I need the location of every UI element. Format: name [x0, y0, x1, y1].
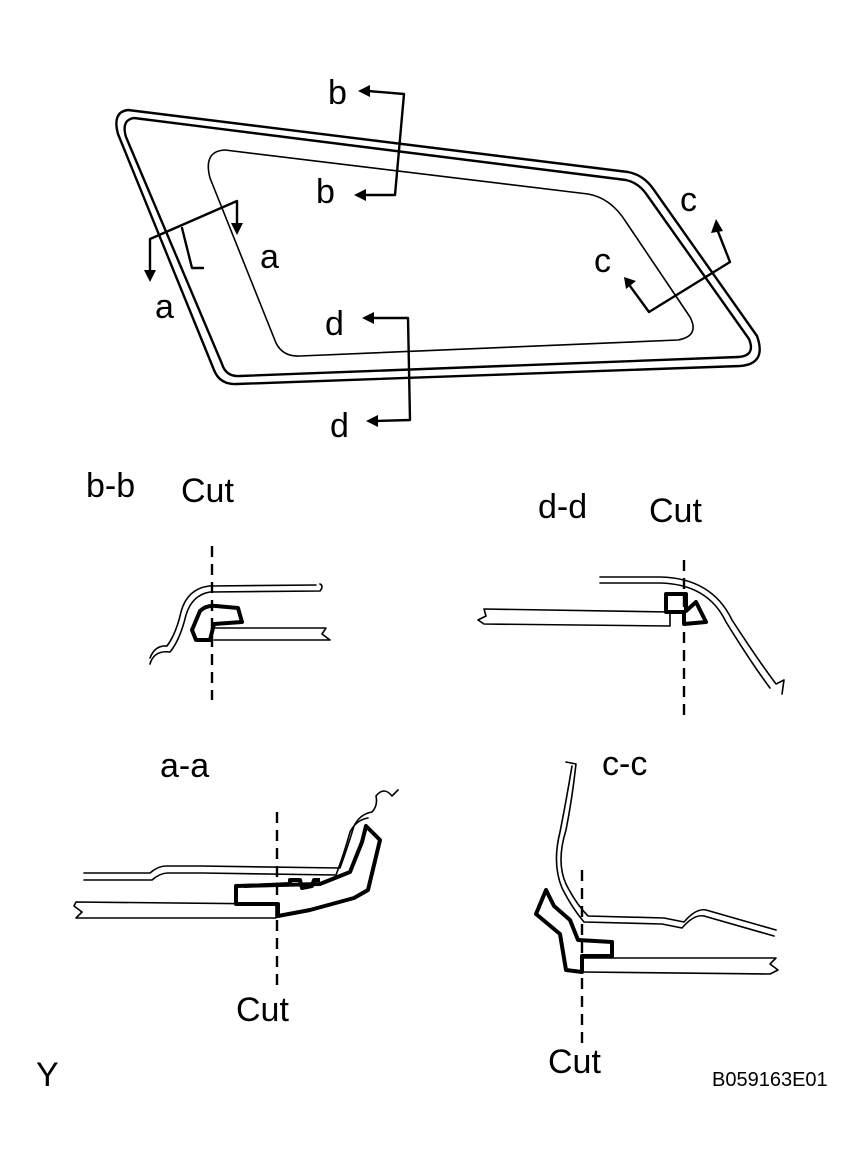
- section-bb-body-panel: [149, 583, 323, 665]
- section-cc-glass: [581, 957, 779, 975]
- section-d-label-top: d: [325, 305, 344, 343]
- window-frame-line: [123, 116, 753, 378]
- section-dd-cut-label: Cut: [649, 492, 702, 530]
- corner-mark: Y: [36, 1056, 59, 1094]
- section-cc-body-panel: [560, 761, 777, 931]
- section-dd-title: d-d: [538, 488, 587, 526]
- section-aa-title: a-a: [160, 747, 209, 785]
- section-aa: a-a Cut: [73, 747, 399, 1029]
- section-bb-title: b-b: [86, 467, 135, 505]
- section-bb-glass: [213, 627, 331, 641]
- section-cc: c-c Cut: [534, 745, 779, 1081]
- window-overview: a a b b c c d d: [115, 74, 761, 445]
- section-dd-molding: [664, 592, 708, 626]
- section-b-label-bottom: b: [316, 173, 335, 211]
- section-c-label-bottom: c: [594, 242, 611, 280]
- section-bb: b-b Cut: [86, 467, 331, 700]
- section-d-label-bottom: d: [330, 407, 349, 445]
- section-line-c: c c: [594, 181, 732, 314]
- section-cc-title: c-c: [602, 745, 647, 783]
- section-cc-molding: [534, 888, 614, 974]
- section-line-d: d d: [325, 305, 412, 445]
- section-dd-glass: [477, 608, 671, 627]
- figure-code: B059163E01: [712, 1069, 828, 1091]
- section-dd-body-panel: [599, 576, 785, 695]
- section-aa-body-panel: [83, 789, 399, 874]
- section-cc-body-panel-inner: [555, 765, 775, 937]
- section-a-label-left: a: [155, 288, 174, 326]
- section-aa-molding: [234, 824, 382, 918]
- window-outer-outline: [115, 108, 761, 386]
- section-aa-clip: [243, 878, 320, 890]
- molding-notch: [180, 226, 205, 270]
- window-glass-outline: [207, 149, 694, 357]
- section-a-label-right: a: [260, 238, 279, 276]
- section-line-b: b b: [316, 74, 406, 211]
- section-aa-cut-label: Cut: [236, 991, 289, 1029]
- section-aa-body-panel-inner: [83, 817, 369, 881]
- section-bb-molding: [190, 603, 244, 642]
- section-dd-body-panel-inner: [599, 582, 771, 689]
- section-dd: d-d Cut: [477, 488, 785, 716]
- section-cc-cut-label: Cut: [548, 1043, 601, 1081]
- section-b-label-top: b: [328, 74, 347, 112]
- section-c-label-top: c: [680, 181, 697, 219]
- section-bb-body-panel-inner: [149, 584, 317, 659]
- section-bb-cut-label: Cut: [181, 472, 234, 510]
- section-line-a: a a: [144, 199, 279, 326]
